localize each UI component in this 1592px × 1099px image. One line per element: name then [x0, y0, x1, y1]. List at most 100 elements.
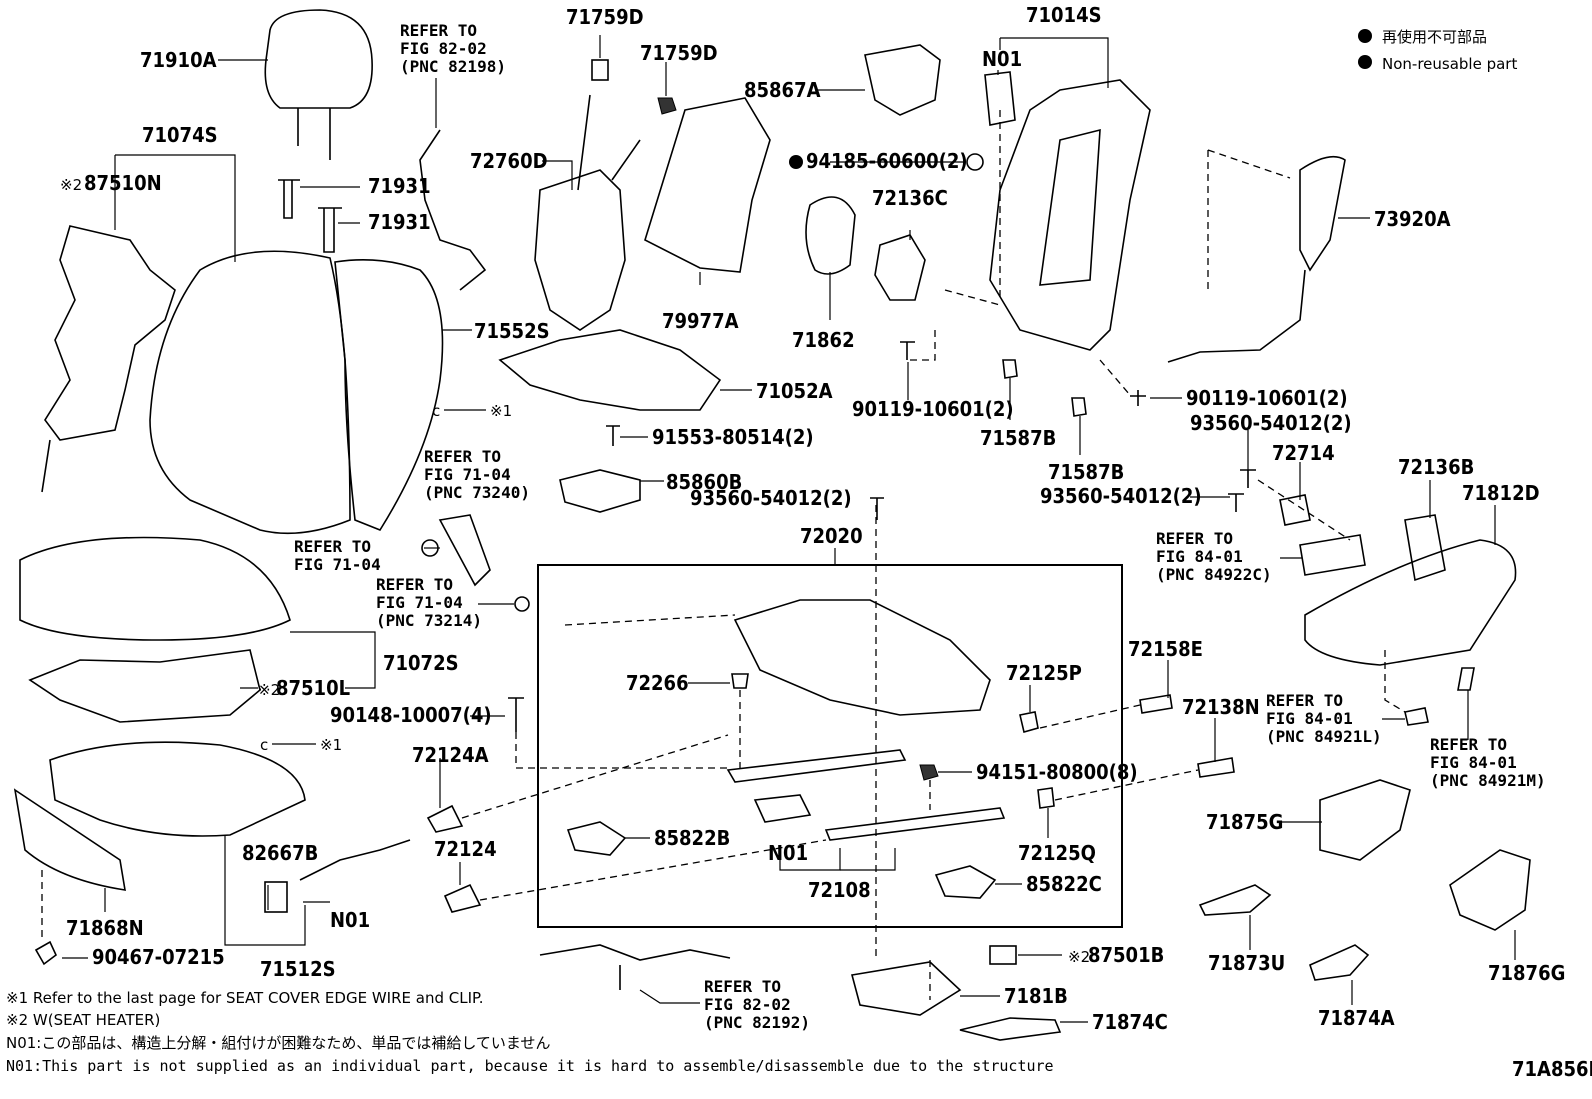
cover-72136C-shape: [874, 234, 926, 301]
legend-en: Non-reusable part: [1382, 55, 1517, 73]
shield-71812D-shape: [1304, 539, 1517, 666]
part-label-72714: 72714: [1272, 441, 1335, 465]
harness-82192-shape: [539, 944, 731, 990]
part-label-71862: 71862: [792, 328, 855, 352]
part-shapes: [13, 9, 1531, 1041]
bracket-72714-shape: [1279, 494, 1311, 526]
non-reusable-dot-icon: [1358, 29, 1372, 43]
grommet-94185-shape: [966, 153, 984, 171]
refer-71-04-c-line3: (PNC 73214): [376, 611, 482, 630]
knob-84921L-shape: [1404, 707, 1429, 726]
cover-71862-shape: [805, 196, 856, 275]
part-label-94185: 94185-60600(2): [806, 149, 968, 173]
heater-87510N-shape: [44, 225, 176, 441]
part-label-71587B-a: 71587B: [980, 426, 1056, 450]
bolt-71931-b-shape: [318, 207, 342, 253]
refer-84-01-b-line3: (PNC 84921L): [1266, 727, 1382, 746]
footnotes: ※1 Refer to the last page for SEAT COVER…: [6, 989, 1054, 1075]
part-label-72136B: 72136B: [1398, 455, 1474, 479]
cover-71873U-shape: [1198, 884, 1272, 916]
part-label-72124: 72124: [434, 837, 497, 861]
refer-82-02-a-line2: FIG 82-02: [400, 39, 487, 58]
part-label-87510N: 87510N: [84, 171, 162, 195]
part-label-72108: 72108: [808, 878, 871, 902]
leader-lines: [62, 35, 1516, 1023]
part-label-90119-a: 90119-10601(2): [852, 397, 1014, 421]
refer-84-01-c-line3: (PNC 84921M): [1430, 771, 1546, 790]
legend-jp: 再使用不可部品: [1382, 28, 1487, 46]
sensor-85860B-shape: [559, 469, 641, 513]
part-label-85822C: 85822C: [1026, 872, 1102, 896]
part-label-90467: 90467-07215: [92, 945, 225, 969]
part-label-71874C: 71874C: [1092, 1010, 1168, 1034]
rail-a-shape: [726, 749, 907, 783]
non-reusable-dot-icon: [1358, 55, 1372, 69]
cover-72158E-shape: [1139, 694, 1173, 714]
motor-85822C-shape: [934, 865, 997, 899]
bolt-71931-a-shape: [278, 179, 300, 219]
part-label-72136C: 72136C: [872, 186, 948, 210]
refer-labels: REFER TO FIG 82-02 (PNC 82198) REFER TO …: [294, 21, 1546, 1032]
part-label-71874A: 71874A: [1318, 1006, 1395, 1030]
cover-71875G-shape: [1319, 779, 1411, 861]
part-label-82667B: 82667B: [242, 841, 318, 865]
part-label-72124A: 72124A: [412, 743, 489, 767]
bracket-72266-shape: [731, 673, 749, 689]
part-label-71552S: 71552S: [474, 319, 550, 343]
part-label-72158E: 72158E: [1128, 637, 1203, 661]
refer-82-02-a-line3: (PNC 82198): [400, 57, 506, 76]
frame-opening-shape: [1039, 128, 1101, 286]
dash-line: [515, 732, 730, 769]
part-label-85822B: 85822B: [654, 826, 730, 850]
refer-71-04-c-line1: REFER TO: [376, 575, 453, 594]
part-label-71910A: 71910A: [140, 48, 217, 72]
part-label-87501B: 87501B: [1088, 943, 1164, 967]
part-label-71873U: 71873U: [1208, 951, 1285, 975]
motor-n01-c-shape: [984, 71, 1016, 126]
refer-84-01-a-line3: (PNC 84922C): [1156, 565, 1272, 584]
non-reusable-dot-icon: [789, 155, 803, 169]
clip-90467-shape: [34, 940, 57, 966]
part-label-72138N: 72138N: [1182, 695, 1260, 719]
part-label-71931-a: 71931: [368, 174, 431, 198]
cover-73920A-shape: [1299, 155, 1346, 272]
refer-71-04-b-line2: FIG 71-04: [294, 555, 381, 574]
part-label-71759D-b: 71759D: [640, 41, 718, 65]
part-label-71812D: 71812D: [1462, 481, 1540, 505]
motor-85822B-shape: [566, 821, 627, 856]
star-note-mark: ※1: [490, 402, 512, 420]
seat-frame-shape: [733, 599, 991, 716]
part-label-72125P: 72125P: [1006, 661, 1082, 685]
part-label-72266: 72266: [626, 671, 689, 695]
nut-94151-shape: [919, 764, 939, 781]
heater-87510L-shape: [28, 649, 261, 723]
part-label-71875G: 71875G: [1206, 810, 1283, 834]
part-label-79977A: 79977A: [662, 309, 739, 333]
bolt-93560-c-shape: [1228, 493, 1244, 512]
refer-82-02-b-line1: REFER TO: [704, 977, 781, 996]
figure-code: 71A856K: [1512, 1057, 1592, 1081]
footnote-1: ※1 Refer to the last page for SEAT COVER…: [6, 989, 483, 1007]
refer-84-01-c-line1: REFER TO: [1430, 735, 1507, 754]
cover-72124A-shape: [426, 804, 464, 833]
part-label-n01-b: N01: [768, 841, 808, 865]
refer-71-04-a-line3: (PNC 73240): [424, 483, 530, 502]
part-label-93560-c: 93560-54012(2): [1040, 484, 1202, 508]
part-labels: 71910A 71074S ※2 87510N 71931 71931 7155…: [60, 3, 1592, 1081]
cover-71876G-shape: [1449, 849, 1531, 931]
refer-82-02-b-line3: (PNC 82192): [704, 1013, 810, 1032]
part-label-93560-b: 93560-54012(2): [1190, 411, 1352, 435]
connector-87501B-shape: [989, 945, 1017, 965]
headrest-stays-shape: [297, 108, 331, 160]
assembly-dash-lines: [461, 110, 1406, 1000]
frame-harness-71052A-shape: [498, 329, 722, 411]
part-label-71759D-a: 71759D: [566, 5, 644, 29]
bolt-90119-b-shape: [1130, 390, 1146, 406]
part-label-71052A: 71052A: [756, 379, 833, 403]
harness-n01-shape: [299, 839, 411, 881]
cushion-cover-shape: [19, 536, 291, 641]
refer-82-02-b-line2: FIG 82-02: [704, 995, 791, 1014]
clip-c-icon: c: [432, 402, 440, 420]
refer-71-04-b-line1: REFER TO: [294, 537, 371, 556]
part-label-94151: 94151-80800(8): [976, 760, 1138, 784]
